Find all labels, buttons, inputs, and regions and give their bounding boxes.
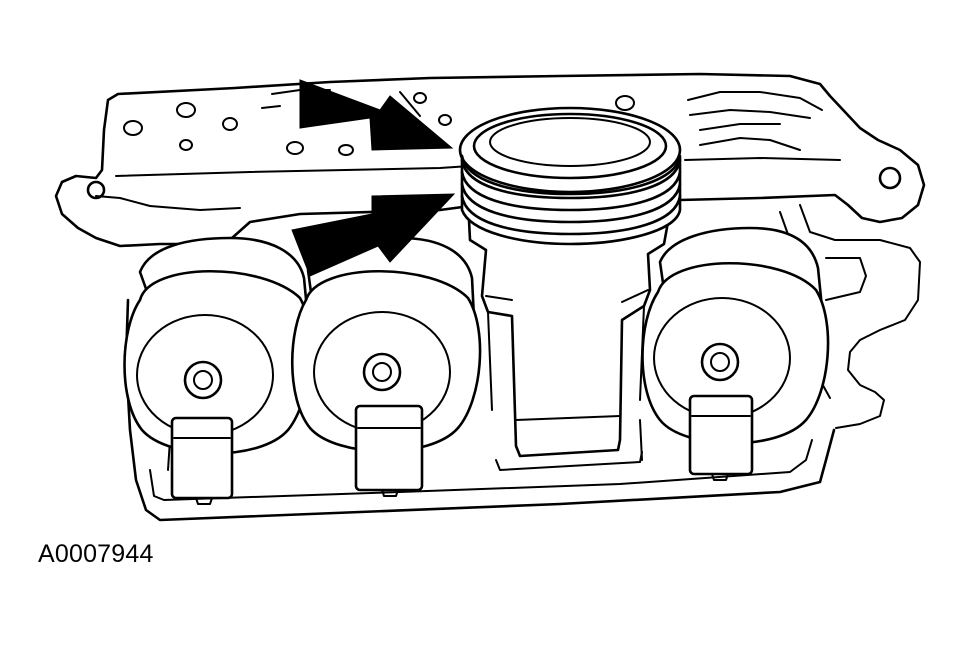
plate-hole — [123, 120, 143, 136]
seal-neck — [458, 106, 682, 246]
connector-middle — [354, 404, 424, 492]
upper-seal-ring — [460, 158, 682, 212]
plate-hole — [176, 102, 196, 118]
plate-hole — [179, 139, 193, 151]
figure-id-label: A0007944 — [38, 540, 154, 568]
solenoid-middle — [290, 236, 482, 497]
plate-hole — [615, 95, 635, 111]
plate-hole — [222, 117, 238, 131]
connector-left — [170, 416, 234, 500]
solenoid-right — [641, 226, 830, 481]
plate-hole — [438, 114, 452, 126]
plate-hole — [338, 144, 354, 156]
center-tube — [466, 198, 674, 471]
lower-seal-ring — [460, 182, 682, 236]
mounting-hole-left — [86, 180, 106, 200]
plate-hole — [413, 92, 427, 104]
arrow-icon — [291, 79, 456, 277]
plate-hole — [286, 141, 304, 155]
mounting-hole-right — [878, 166, 902, 190]
lower-arrow — [291, 193, 456, 277]
connector-right — [688, 394, 754, 476]
solenoid-left — [123, 236, 312, 505]
upper-arrow — [299, 79, 454, 151]
